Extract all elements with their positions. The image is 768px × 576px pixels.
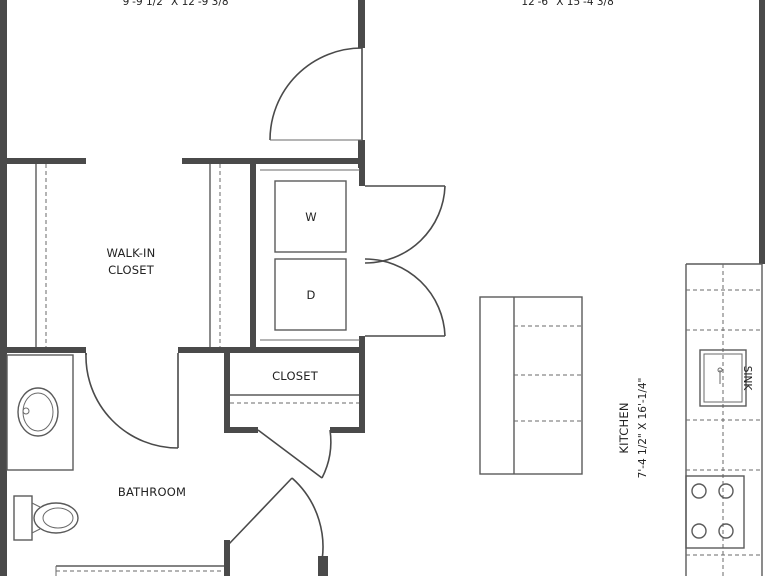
kitchen-dimensions: 7'-4 1/2" X 16'-1/4" [637,378,649,479]
laundry-area: W D [260,169,360,341]
hall-wall-stub [318,556,328,576]
laundry-left-wall [250,164,256,347]
bedroom-door [269,47,363,141]
laundry-doors [364,185,446,337]
burner-4 [718,523,734,539]
kitchen: SINK KITCHEN 7'-4 1/2" X 16'-1/4" [617,263,763,576]
laundry-right-wall-top [359,164,365,186]
closet-label: CLOSET [272,369,319,383]
closet-top-wall-left [0,158,86,164]
bathroom-right-wall [224,540,230,576]
washer-label: W [305,210,317,224]
bathroom-vanity [6,354,74,471]
kitchen-sink [699,349,747,407]
closet-bottom-wall-right [178,347,365,353]
laundry-right-wall-bottom [359,336,365,353]
hall-closet-left-wall [224,353,230,433]
closet-top-wall-right [182,158,365,164]
bathroom: BATHROOM [6,354,324,576]
bedroom-partition-upper [358,0,365,48]
left-exterior-wall [0,0,7,576]
kitchen-range [685,475,745,549]
kitchen-label: KITCHEN [617,402,631,453]
burner-2 [718,483,734,499]
top-left-room-dimensions: 9'-9 1/2" X 12'-9 3/8" [123,0,234,8]
bedroom-partition-lower [358,140,365,168]
island-counter [479,296,583,475]
sink-label: SINK [741,366,753,392]
hall-closet-bottom-right [330,427,365,433]
walk-in-closet-label-line2: CLOSET [108,263,155,277]
burner-3 [691,523,707,539]
walk-in-closet-label-line1: WALK-IN [107,246,156,260]
dryer-label: D [306,288,315,302]
toilet-bowl [33,502,79,534]
toilet-tank [13,495,33,541]
kitchen-island [479,296,583,475]
walk-in-closet: WALK-IN CLOSET [35,164,221,347]
burner-1 [691,483,707,499]
dryer [274,258,347,331]
hall-closet: CLOSET [230,369,359,479]
bathroom-sink [17,387,59,437]
washer [274,180,347,253]
walk-in-closet-door [85,352,179,449]
closet-bottom-wall-left [0,347,86,353]
hall-closet-right-wall [359,353,365,433]
bathroom-label: BATHROOM [118,485,186,499]
hall-closet-bottom-left [230,427,258,433]
top-right-room-dimensions: 12'-6" X 15'-4 3/8" [521,0,618,8]
right-exterior-wall [759,0,765,264]
